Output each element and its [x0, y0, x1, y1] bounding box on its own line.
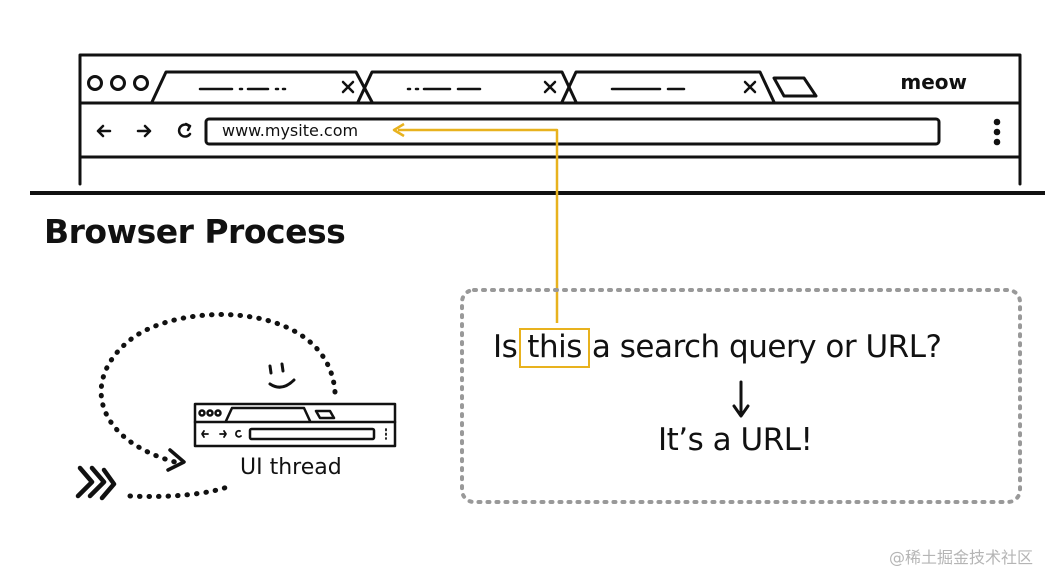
window-dot-3: [133, 75, 149, 91]
smiley-mouth: [268, 378, 296, 389]
address-bar[interactable]: [204, 117, 941, 146]
ui-thread-label: UI thread: [240, 455, 342, 480]
tab-3-outline[interactable]: [560, 70, 776, 104]
address-bar-url[interactable]: www.mysite.com: [222, 121, 359, 140]
answer-text: It’s a URL!: [658, 422, 813, 458]
tab-3-close-icon[interactable]: [743, 80, 757, 94]
menu-dot-2[interactable]: [993, 128, 1001, 136]
window-dot-2: [110, 75, 126, 91]
smiley-eye-right: [280, 362, 285, 373]
reload-icon[interactable]: [177, 122, 192, 138]
mini-reload-icon: [235, 429, 242, 438]
tab-2-close-icon[interactable]: [543, 80, 557, 94]
smiley-eye-left: [268, 364, 273, 375]
section-title: Browser Process: [44, 212, 346, 251]
mini-address-bar: [248, 427, 376, 441]
motion-chevron-2: [87, 465, 107, 499]
decision-box: [460, 288, 1022, 504]
mini-dot-1: [198, 409, 206, 417]
tab-2-outline[interactable]: [356, 70, 578, 104]
question-highlight: this: [519, 328, 590, 368]
thread-tail-dotted: [127, 483, 233, 500]
mini-back-icon: [201, 430, 209, 438]
motion-chevron-1: [75, 465, 95, 499]
down-arrowhead: [732, 404, 750, 418]
highlight-connector: [398, 128, 559, 323]
new-tab-button[interactable]: [772, 76, 818, 98]
forward-arrow-icon[interactable]: [136, 124, 152, 138]
mini-new-tab: [314, 409, 336, 420]
question-after: a search query or URL?: [591, 329, 942, 365]
tab-1-close-icon[interactable]: [341, 80, 355, 94]
connector-arrowhead: [392, 122, 405, 138]
mini-dot-2: [206, 409, 214, 417]
back-arrow-icon[interactable]: [96, 124, 112, 138]
tab-1-outline[interactable]: [150, 70, 374, 104]
thread-loop-dotted: [98, 312, 338, 465]
browser-window-frame: [78, 53, 1022, 186]
question-before: Is: [493, 329, 518, 365]
motion-chevron-3: [99, 467, 117, 501]
mini-forward-icon: [219, 430, 227, 438]
browser-brand: meow: [900, 70, 967, 94]
mini-tab-outline: [224, 406, 312, 423]
window-dot-1: [87, 75, 103, 91]
loop-arrowhead: [166, 448, 186, 472]
watermark: @稀土掘金技术社区: [888, 548, 1033, 567]
menu-dot-3[interactable]: [993, 138, 1001, 146]
mini-dot-3: [214, 409, 222, 417]
menu-dot-1[interactable]: [993, 118, 1001, 126]
